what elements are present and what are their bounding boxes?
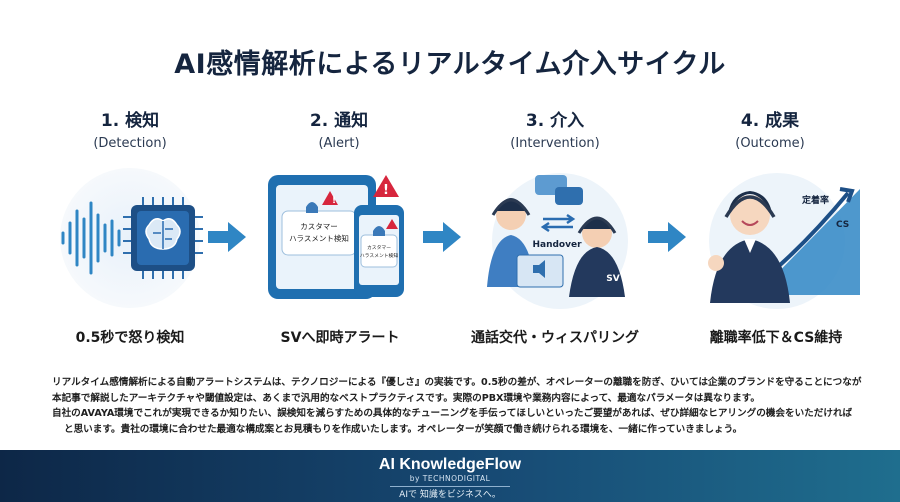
footer-divider [390, 486, 510, 487]
step-english-label: (Alert) [318, 136, 360, 151]
step-number-label: 4. 成果 [740, 111, 800, 131]
warning-icon [322, 191, 338, 205]
soundwave-icon [61, 201, 121, 275]
ai-chip-icon [123, 197, 203, 279]
retention-label: 定着率 [801, 194, 829, 206]
step-caption-outcome: 離職率低下＆CS維持 [709, 330, 843, 346]
footer-tagline: AIで 知識をビジネスへ。 [399, 490, 501, 500]
page-title: AI感情解析によるリアルタイム介入サイクル [174, 49, 726, 80]
footer-banner: AI KnowledgeFlow by TECHNODIGITAL AIで 知識… [0, 450, 900, 502]
description-text: リアルタイム感情解析による自動アラートシステムは、テクノロジーによる『優しさ』の… [52, 375, 862, 437]
alert-illustration: ! カスタマー ハラスメント検知 カスタマー ハラスメント検知 ! [262, 163, 412, 313]
step-alert: 2. 通知 (Alert) [259, 110, 419, 154]
step-number-label: 2. 通知 [309, 111, 369, 131]
tablet-alert-text-2: ハラスメント検知 [289, 233, 349, 243]
svg-text:カスタマー: カスタマー [367, 244, 391, 251]
detection-illustration [45, 163, 215, 313]
supervisor-icon [569, 216, 625, 297]
step-intervention: 3. 介入 (Intervention) [475, 110, 635, 154]
step-number-label: 3. 介入 [525, 111, 585, 131]
description-line: 自社のAVAYA環境でこれが実現できるか知りたい、誤検知を減らすための具体的なチ… [52, 408, 853, 419]
description-line: リアルタイム感情解析による自動アラートシステムは、テクノロジーによる『優しさ』の… [52, 377, 862, 388]
svg-text:!: ! [332, 196, 336, 206]
step-english-label: (Detection) [93, 136, 167, 151]
thumbs-up-icon [708, 255, 724, 271]
arrow-right-icon [208, 222, 246, 252]
svg-text:!: ! [383, 183, 389, 198]
step-english-label: (Intervention) [510, 136, 600, 151]
arrow-right-icon [648, 222, 686, 252]
footer-by: by TECHNODIGITAL [409, 474, 491, 483]
step-number-label: 1. 検知 [100, 111, 160, 131]
outcome-illustration: 定着率 CS [692, 163, 862, 313]
footer-brand: AI KnowledgeFlow [378, 456, 522, 473]
swap-arrows-icon [540, 213, 576, 233]
sv-label: SV [606, 274, 619, 284]
description-line: と思います。貴社の環境に合わせた最適な構成案とお見積もりを作成いたします。オペレ… [64, 423, 743, 435]
intervention-illustration: Handover SV [475, 163, 645, 313]
handover-label: Handover [532, 240, 582, 250]
step-caption-alert: SVへ即時アラート [280, 330, 400, 346]
tablet-alert-text-1: カスタマー [300, 222, 338, 231]
speaker-icon [533, 260, 545, 278]
bell-icon [306, 202, 318, 213]
arrow-right-icon [423, 222, 461, 252]
step-english-label: (Outcome) [735, 136, 805, 151]
step-caption-intervention: 通話交代・ウィスパリング [471, 330, 639, 346]
description-line: 本記事で解説したアーキテクチャや閾値設定は、あくまで汎用的なベストプラクティスで… [52, 392, 760, 404]
smiling-operator-icon [708, 191, 790, 303]
step-caption-detection: 0.5秒で怒り検知 [75, 330, 185, 346]
step-detection: 1. 検知 (Detection) [50, 110, 210, 154]
svg-text:ハラスメント検知: ハラスメント検知 [360, 252, 398, 259]
cs-label: CS [836, 220, 849, 230]
step-outcome: 4. 成果 (Outcome) [690, 110, 850, 154]
